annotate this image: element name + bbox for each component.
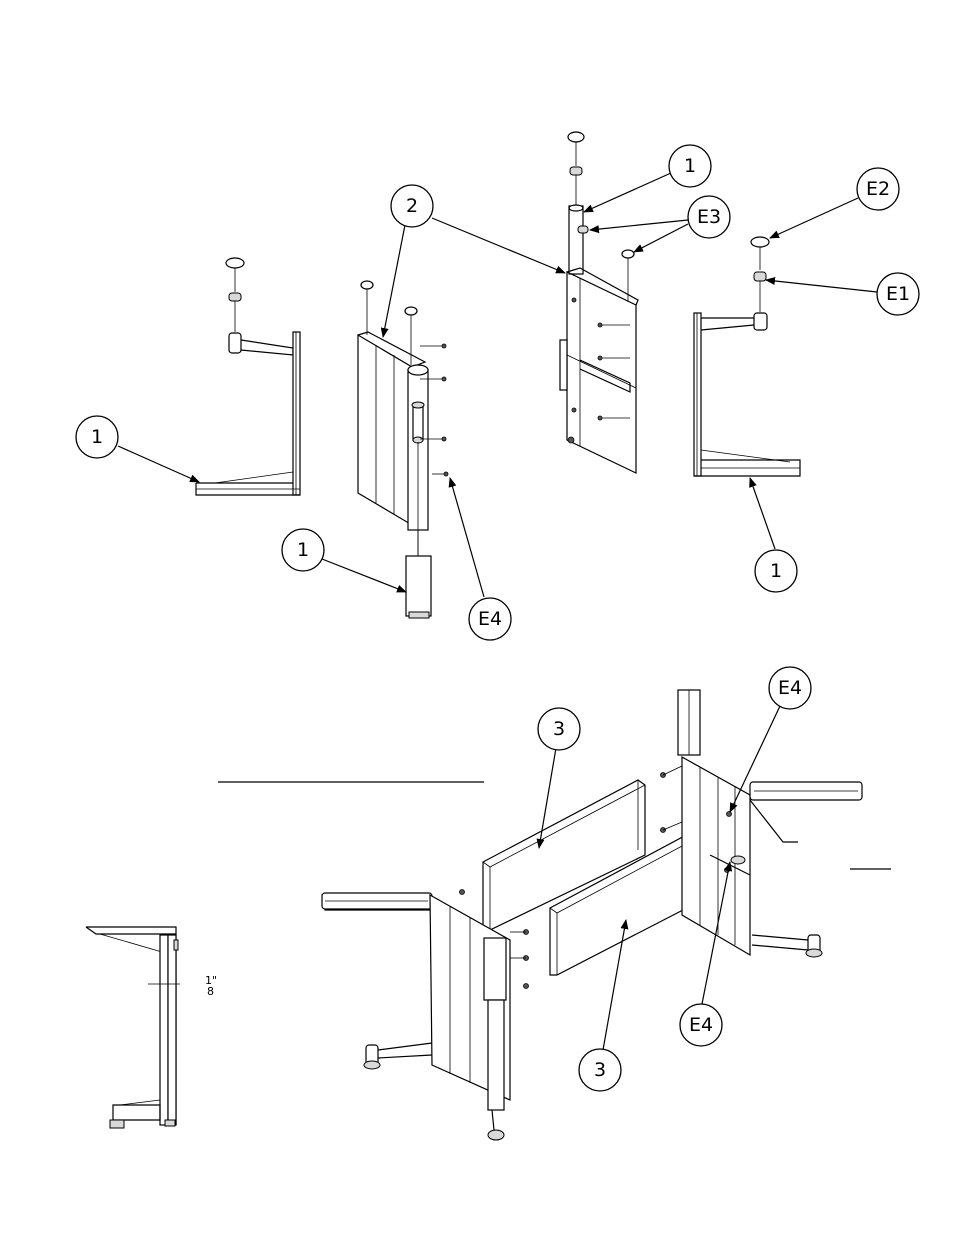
callout-1-top-label: 1 <box>684 155 696 177</box>
callout-1-left-label: 1 <box>91 426 103 448</box>
callout-e4-upper-right-label: E4 <box>778 677 802 699</box>
callout-e2: E2 <box>857 168 899 210</box>
callout-e2-label: E2 <box>866 178 890 200</box>
callout-1-middle: 1 <box>282 529 324 571</box>
callout-1-right: 1 <box>755 550 797 592</box>
callout-2-label: 2 <box>406 195 418 217</box>
side-profile-detail <box>86 927 180 1128</box>
middle-panel-assembly <box>358 281 448 618</box>
right-end-assembly <box>661 690 863 957</box>
left-end-assembly <box>322 890 529 1141</box>
callout-e4-top: E4 <box>469 598 511 640</box>
callout-1-middle-label: 1 <box>297 539 309 561</box>
callout-e4-lower-label: E4 <box>689 1014 713 1036</box>
callout-e1: E1 <box>877 273 919 315</box>
callout-e1-label: E1 <box>886 283 910 305</box>
callout-e4-upper-right: E4 <box>769 667 811 709</box>
dimension-denominator: 8 <box>207 985 214 998</box>
callout-e4-lower: E4 <box>680 1004 722 1046</box>
callout-1-top: 1 <box>669 145 711 187</box>
callout-3-bottom-label: 3 <box>594 1059 606 1081</box>
callout-2: 2 <box>391 185 433 227</box>
callout-1-right-label: 1 <box>770 560 782 582</box>
callout-e3-label: E3 <box>697 206 721 228</box>
callout-3-top: 3 <box>538 708 580 750</box>
callout-e4-top-label: E4 <box>478 608 502 630</box>
callout-1-left: 1 <box>76 416 118 458</box>
right-end-leg <box>694 237 800 476</box>
left-end-leg <box>196 258 300 495</box>
callout-3-top-label: 3 <box>553 718 565 740</box>
callout-e3: E3 <box>688 196 730 238</box>
upright-frame-assembly <box>560 132 638 473</box>
callout-3-bottom: 3 <box>579 1049 621 1091</box>
